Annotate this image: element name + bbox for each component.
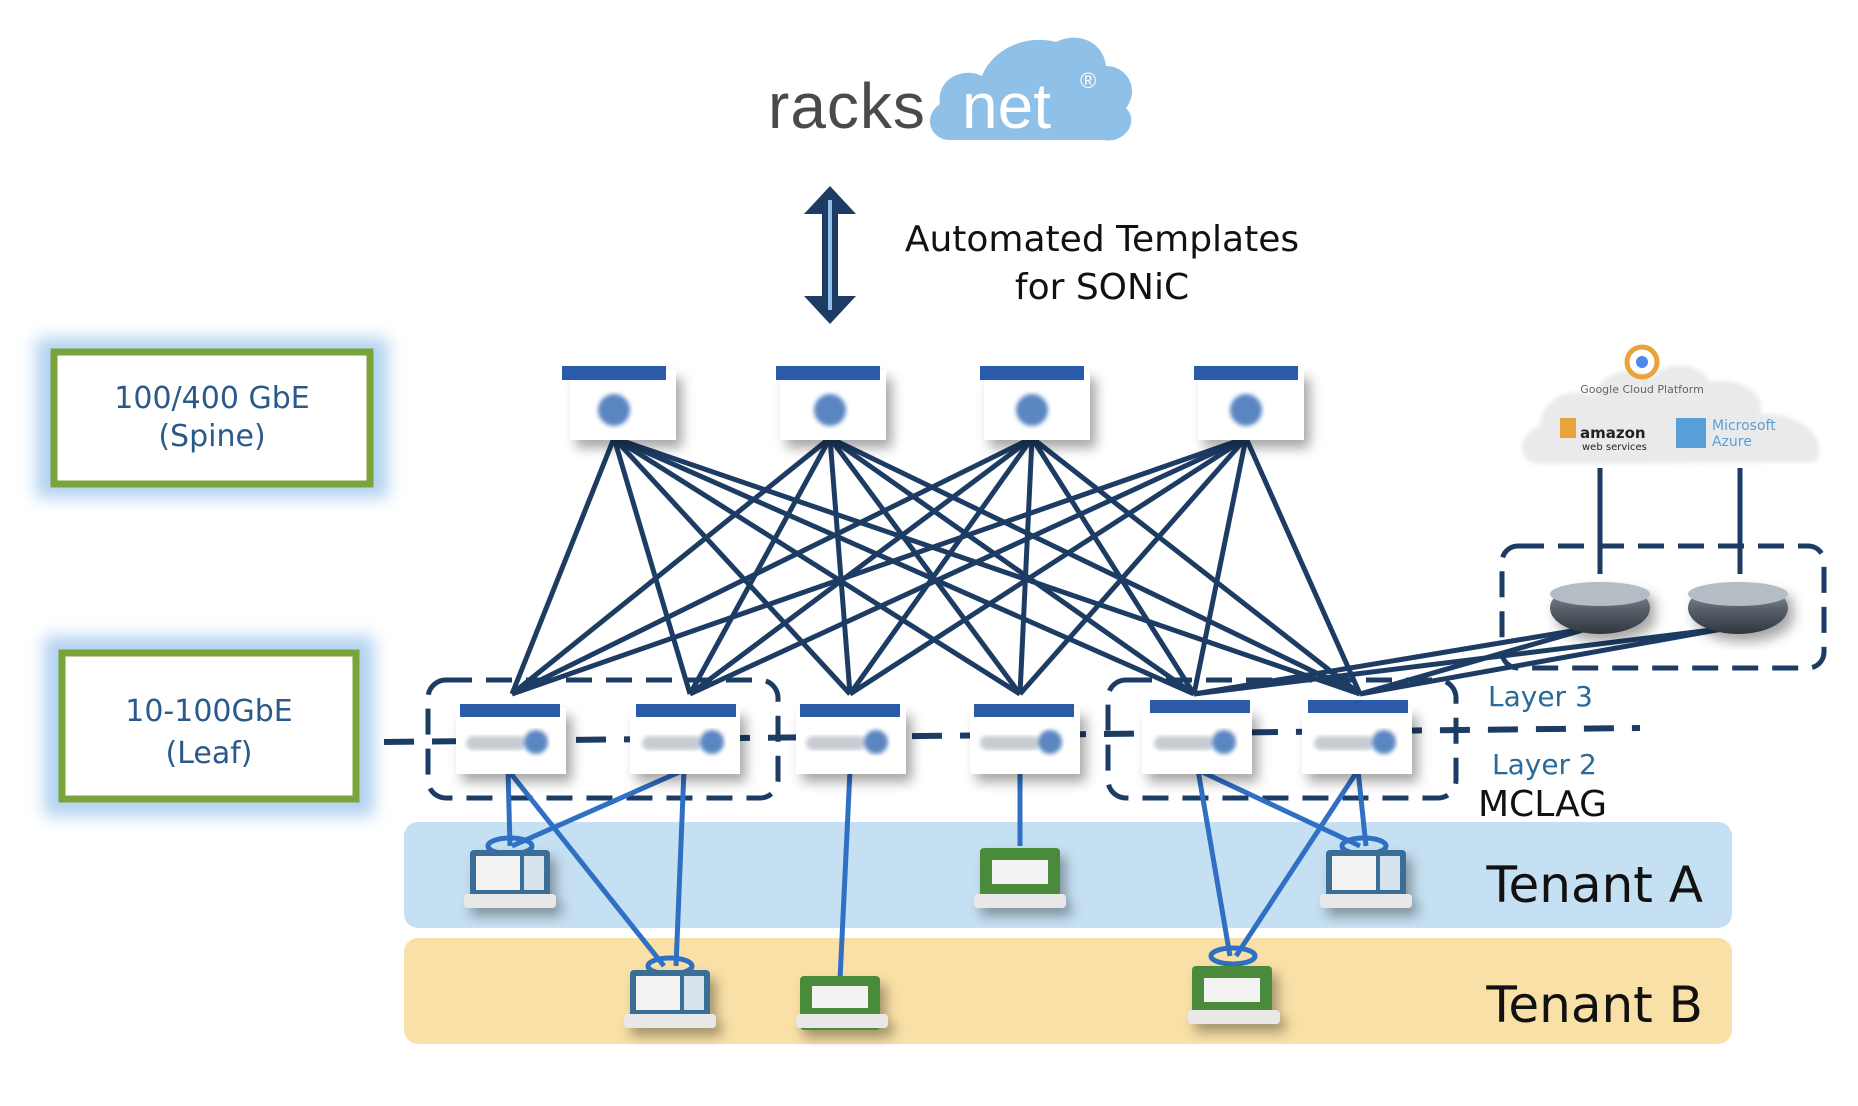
templates-line-2: for SONiC xyxy=(1015,267,1189,308)
logo-registered-mark: ® xyxy=(1080,68,1096,93)
aws-label: amazon xyxy=(1580,424,1646,442)
google-cloud-icon xyxy=(1624,344,1660,380)
leaf-switch-6 xyxy=(1302,700,1412,774)
edge-router-1 xyxy=(1550,582,1650,634)
racksnet-logo: racks net ® xyxy=(768,37,1133,142)
spine-tier-line-2: (Spine) xyxy=(158,419,265,454)
layer-3-label: Layer 3 xyxy=(1488,680,1593,713)
spine-tier-box: 100/400 GbE (Spine) xyxy=(36,338,388,498)
edge-router-2 xyxy=(1688,582,1788,634)
tenant-a-label: Tenant A xyxy=(1485,856,1703,914)
aws-sublabel: web services xyxy=(1582,442,1647,453)
server-icon-a1 xyxy=(464,850,556,908)
leaf-switch-5 xyxy=(1142,700,1252,774)
mclag-group-left xyxy=(425,677,781,801)
mclag-group-right xyxy=(1105,677,1459,801)
google-cloud-label: Google Cloud Platform xyxy=(1580,383,1704,396)
leaf-switch-1 xyxy=(456,704,566,774)
cloud-router-links xyxy=(1597,468,1743,574)
aws-icon xyxy=(1560,418,1576,438)
azure-icon xyxy=(1676,418,1706,448)
access-links xyxy=(485,767,1389,981)
templates-line-1: Automated Templates xyxy=(905,219,1299,260)
leaf-tier-box: 10-100GbE (Leaf) xyxy=(44,636,374,816)
leaf-switch-3 xyxy=(796,704,906,774)
spine-tier-line-1: 100/400 GbE xyxy=(114,381,309,416)
server-icon-a3 xyxy=(1320,850,1412,908)
public-cloud: Google Cloud Platform amazon web service… xyxy=(1522,344,1820,464)
layer-2-label: Layer 2 xyxy=(1492,748,1597,781)
spine-leaf-links xyxy=(509,435,1729,697)
tenant-b-band xyxy=(404,938,1732,1044)
azure-label-1: Microsoft xyxy=(1712,418,1776,434)
logo-text-net: net xyxy=(962,70,1051,142)
server-icon-b1 xyxy=(624,970,716,1028)
server-icon-a2 xyxy=(974,848,1066,908)
azure-label-2: Azure xyxy=(1712,434,1752,450)
spine-switch-1 xyxy=(562,366,676,440)
double-arrow-icon xyxy=(804,186,856,324)
tenant-b-label: Tenant B xyxy=(1485,976,1703,1034)
logo-text-racks: racks xyxy=(768,70,926,142)
mclag-label: MCLAG xyxy=(1478,784,1607,825)
leaf-tier-line-1: 10-100GbE xyxy=(125,694,293,729)
leaf-tier-line-2: (Leaf) xyxy=(166,736,253,771)
leaf-switch-2 xyxy=(630,704,740,774)
logo-cloud-shape xyxy=(929,37,1133,141)
spine-switch-4 xyxy=(1194,366,1304,440)
server-icon-b3 xyxy=(1188,966,1280,1024)
spine-switch-3 xyxy=(980,366,1090,440)
router-group-outline xyxy=(1499,543,1827,671)
server-icon-b2 xyxy=(796,976,888,1030)
leaf-switch-4 xyxy=(970,704,1080,774)
spine-switch-2 xyxy=(776,366,886,440)
